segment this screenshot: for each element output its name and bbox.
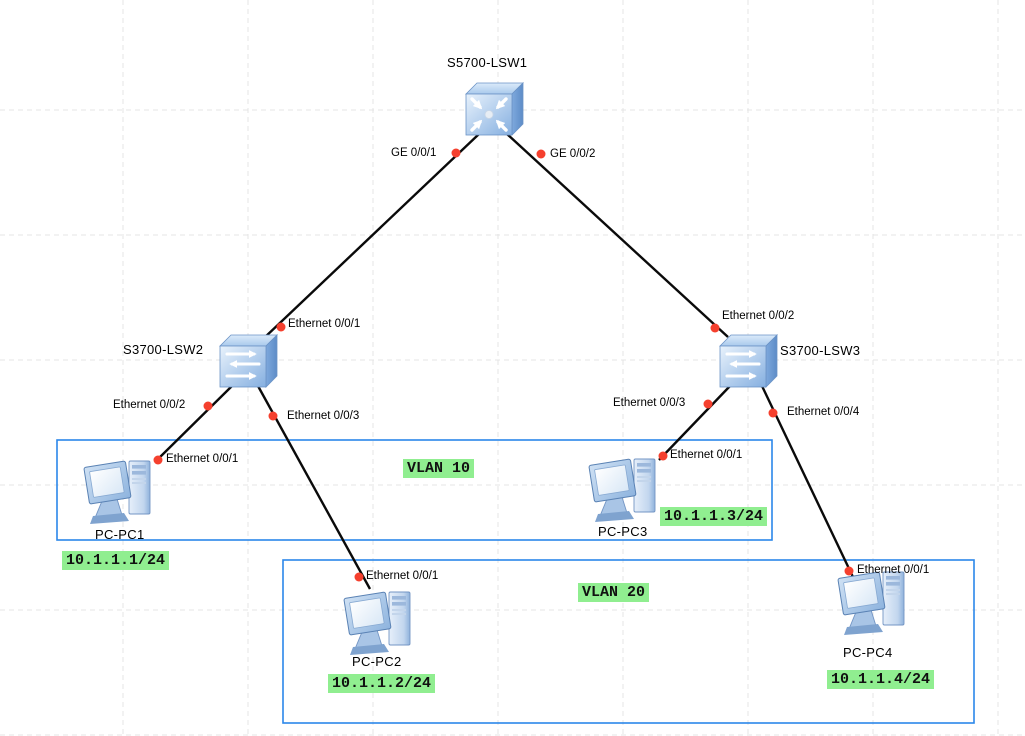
port-label-lsw3-eth2: Ethernet 0/0/2 [722, 310, 795, 322]
port-dot-pc1-eth1 [153, 455, 163, 465]
pc2-ip-annotation[interactable]: 10.1.1.2/24 [328, 674, 436, 693]
pc-icon-pc4[interactable] [837, 571, 905, 635]
port-dot-lsw1-ge2 [536, 149, 546, 159]
device-label-pc4: PC-PC4 [843, 645, 893, 660]
vlan20-annotation[interactable]: VLAN 20 [578, 583, 650, 602]
port-label-pc2-eth1: Ethernet 0/0/1 [366, 570, 439, 582]
port-label-pc3-eth1: Ethernet 0/0/1 [670, 449, 743, 461]
port-label-lsw2-eth2: Ethernet 0/0/2 [113, 399, 186, 411]
port-label-lsw1-ge1: GE 0/0/1 [391, 147, 437, 159]
port-dot-pc3-eth1 [658, 451, 668, 461]
port-dot-pc2-eth1 [354, 572, 364, 582]
link-lsw3-pc3[interactable] [658, 385, 731, 461]
link-lsw3-pc4[interactable] [760, 385, 855, 578]
link-lsw1-lsw2[interactable] [262, 133, 480, 340]
pc-icon-pc3[interactable] [588, 458, 656, 522]
link-lsw2-pc2[interactable] [256, 385, 372, 590]
port-dot-lsw3-eth3 [703, 399, 713, 409]
port-label-lsw1-ge2: GE 0/0/2 [550, 148, 596, 160]
link-lsw2-pc1[interactable] [155, 384, 234, 462]
pc1-ip-annotation[interactable]: 10.1.1.1/24 [62, 551, 170, 570]
port-label-lsw3-eth4: Ethernet 0/0/4 [787, 406, 860, 418]
vlan10-region-box[interactable] [56, 439, 773, 541]
link-lsw1-lsw3[interactable] [506, 133, 729, 338]
port-label-pc1-eth1: Ethernet 0/0/1 [166, 453, 239, 465]
device-label-lsw2: S3700-LSW2 [123, 342, 204, 357]
vlan20-region-box[interactable] [282, 559, 975, 724]
port-dot-lsw1-ge1 [451, 148, 461, 158]
l2-switch-icon-lsw2[interactable] [219, 334, 278, 388]
device-label-lsw1: S5700-LSW1 [447, 55, 528, 70]
port-label-lsw3-eth3: Ethernet 0/0/3 [613, 397, 686, 409]
pc4-ip-annotation[interactable]: 10.1.1.4/24 [827, 670, 935, 689]
device-label-pc2: PC-PC2 [352, 654, 402, 669]
port-dots [153, 148, 854, 582]
port-dot-lsw2-eth2 [203, 401, 213, 411]
port-dot-lsw3-eth4 [768, 408, 778, 418]
pc-icon-pc1[interactable] [83, 460, 151, 524]
port-dot-pc4-eth1 [844, 566, 854, 576]
l2-switch-icon-lsw3[interactable] [719, 334, 778, 388]
port-label-lsw2-eth3: Ethernet 0/0/3 [287, 410, 360, 422]
pc3-ip-annotation[interactable]: 10.1.1.3/24 [660, 507, 768, 526]
device-label-lsw3: S3700-LSW3 [780, 343, 861, 358]
port-dot-lsw2-eth1 [276, 322, 286, 332]
vlan10-annotation[interactable]: VLAN 10 [403, 459, 475, 478]
pc-icon-pc2[interactable] [343, 591, 411, 655]
port-dot-lsw3-eth2 [710, 323, 720, 333]
port-dot-lsw2-eth3 [268, 411, 278, 421]
l3-switch-icon-lsw1[interactable] [465, 82, 524, 136]
port-label-lsw2-eth1: Ethernet 0/0/1 [288, 318, 361, 330]
device-label-pc1: PC-PC1 [95, 527, 145, 542]
device-label-pc3: PC-PC3 [598, 524, 648, 539]
port-label-pc4-eth1: Ethernet 0/0/1 [857, 564, 930, 576]
